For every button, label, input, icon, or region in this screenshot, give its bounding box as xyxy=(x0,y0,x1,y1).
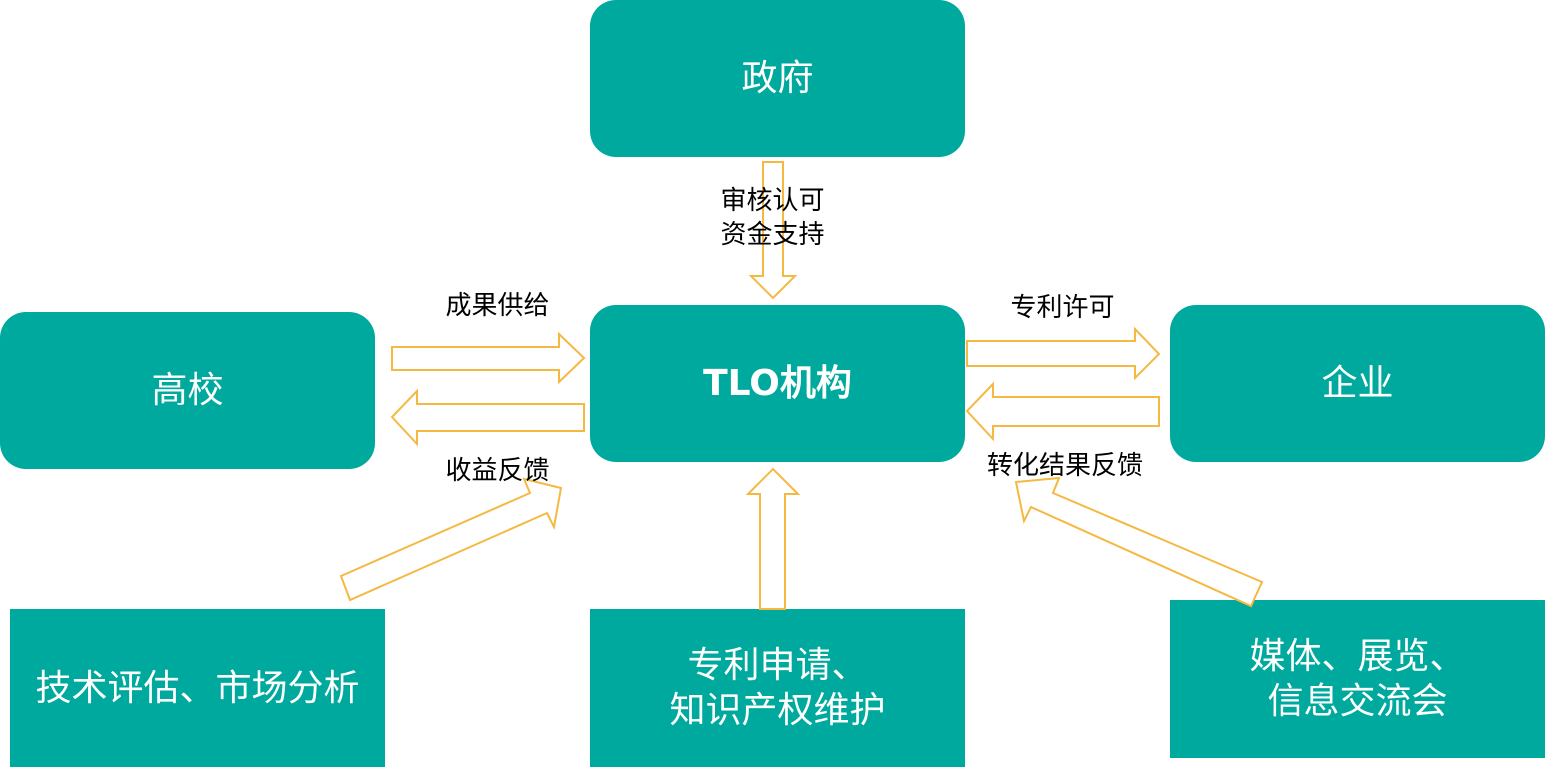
label-university-to-tlo: 成果供给 xyxy=(445,291,550,321)
label-tlo-to-enterprise: 专利许可 xyxy=(1010,293,1115,323)
arrow-university-to-tlo xyxy=(391,331,586,385)
patent-label: 专利申请、 知识产权维护 xyxy=(669,645,886,731)
university-node: 高校 xyxy=(0,312,375,469)
university-label: 高校 xyxy=(151,370,224,411)
tech-eval-node: 技术评估、市场分析 xyxy=(10,609,385,767)
government-node: 政府 xyxy=(590,0,965,157)
label-enterprise-to-tlo: 转化结果反馈 xyxy=(986,451,1143,481)
arrow-tech-eval-to-tlo xyxy=(339,477,563,602)
patent-node: 专利申请、 知识产权维护 xyxy=(590,609,965,767)
arrow-tlo-to-university xyxy=(390,388,585,447)
enterprise-node: 企业 xyxy=(1170,305,1545,462)
label-government-to-tlo: 审核认可 资金支持 xyxy=(720,186,825,250)
tlo-label: TLO机构 xyxy=(703,363,852,404)
media-label: 媒体、展览、 信息交流会 xyxy=(1249,636,1466,722)
media-node: 媒体、展览、 信息交流会 xyxy=(1170,600,1545,758)
arrow-enterprise-to-tlo xyxy=(965,381,1160,442)
arrow-tlo-to-enterprise xyxy=(966,326,1161,381)
arrow-media-to-tlo xyxy=(1014,476,1264,608)
label-tlo-to-university: 收益反馈 xyxy=(445,456,550,486)
tlo-node: TLO机构 xyxy=(590,305,965,462)
arrow-patent-to-tlo xyxy=(745,467,801,610)
government-label: 政府 xyxy=(741,58,814,99)
tech-eval-label: 技术评估、市场分析 xyxy=(35,667,360,709)
enterprise-label: 企业 xyxy=(1321,363,1394,404)
